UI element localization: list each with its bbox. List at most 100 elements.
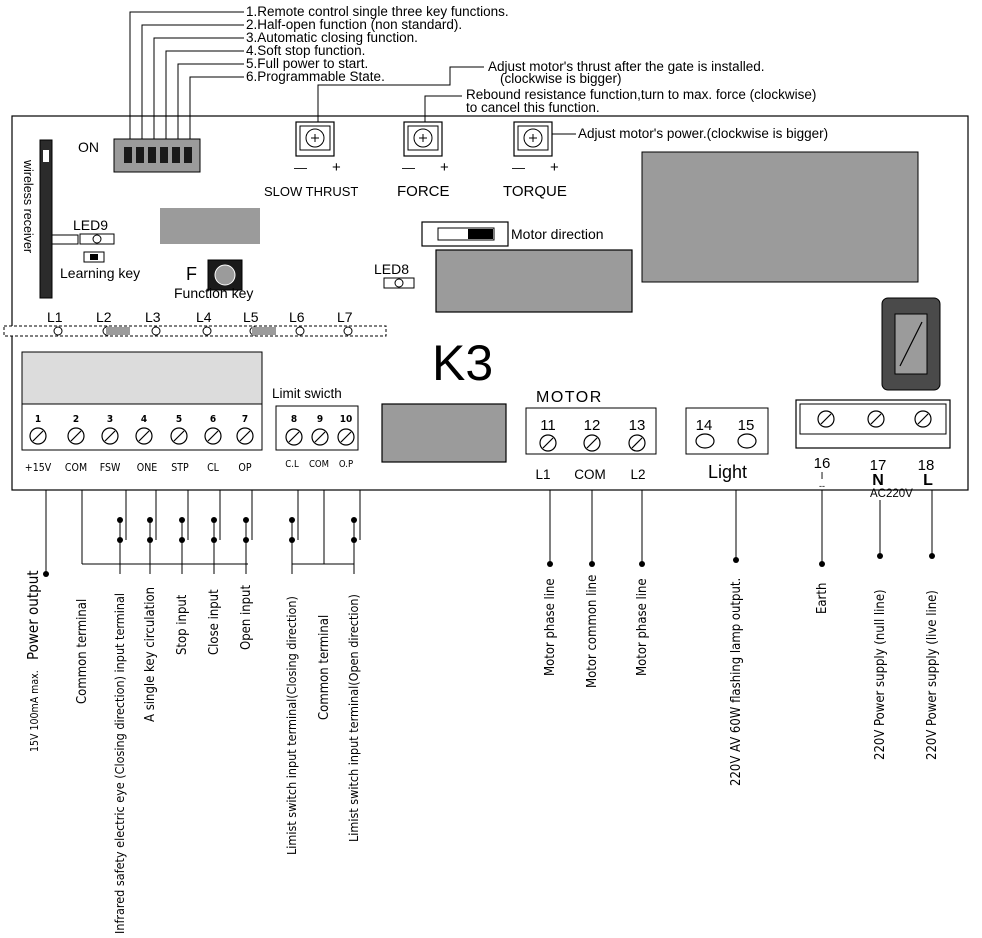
led-l1-label: L1 bbox=[47, 309, 63, 325]
led-l2-label: L2 bbox=[96, 309, 112, 325]
term-4-label: ONE bbox=[137, 462, 157, 474]
terminal-block-main: 1 2 3 4 5 6 7 +15V COM FSW ONE STP CL OP bbox=[21, 351, 263, 474]
term-12-num: 12 bbox=[584, 417, 601, 434]
term-5-num: 5 bbox=[176, 414, 182, 425]
terminal-block-motor: MOTOR 11 12 13 L1 COM L2 bbox=[525, 389, 657, 482]
pot-force[interactable]: — + FORCE bbox=[397, 121, 450, 200]
led-l4-label: L4 bbox=[196, 309, 212, 325]
wire-label-11: Motor phase line bbox=[543, 578, 558, 676]
terminal-block-light: 14 15 Light bbox=[685, 407, 769, 482]
function-key-label: Function key bbox=[174, 285, 253, 301]
board-outline bbox=[11, 115, 969, 491]
light-label: Light bbox=[708, 462, 747, 482]
term-15-num: 15 bbox=[738, 417, 755, 434]
term-17-label: N bbox=[872, 472, 884, 489]
term-4-num: 4 bbox=[141, 414, 147, 425]
term-14-num: 14 bbox=[696, 417, 713, 434]
led8-label: LED8 bbox=[374, 261, 409, 277]
motor-direction-switch[interactable]: Motor direction bbox=[421, 221, 604, 247]
wire-label-8: Limist switch input terminal(Closing dir… bbox=[284, 596, 299, 855]
limit-switch-title: Limit swicth bbox=[272, 386, 342, 401]
term-9-label: COM bbox=[309, 459, 329, 470]
led9: LED9 bbox=[51, 217, 115, 245]
pot-force-label: FORCE bbox=[397, 183, 450, 200]
dip-on-label: ON bbox=[78, 139, 99, 155]
transformer-block bbox=[641, 151, 919, 283]
thrust-note-line2: (clockwise is bigger) bbox=[500, 71, 622, 86]
term-1-label: +15V bbox=[25, 462, 52, 474]
led-l7-label: L7 bbox=[337, 309, 353, 325]
term-10-num: 10 bbox=[340, 414, 353, 425]
term-16-num: 16 bbox=[814, 455, 831, 472]
wire-nodes bbox=[43, 517, 935, 577]
term-7-num: 7 bbox=[242, 414, 248, 425]
wire-labels: 15V 100mA max. Power output Common termi… bbox=[24, 570, 940, 934]
wire-label-3: Infrared safety electric eye (Closing di… bbox=[112, 593, 127, 934]
power-note: Adjust motor's power.(clockwise is bigge… bbox=[578, 126, 828, 141]
wire-label-5: Stop input bbox=[175, 594, 190, 655]
term-6-num: 6 bbox=[210, 414, 216, 425]
rebound-note-line2: to cancel this function. bbox=[466, 100, 600, 115]
term-10-label: O.P bbox=[339, 459, 353, 470]
term-18-num: 18 bbox=[918, 457, 935, 474]
term-5-label: STP bbox=[171, 462, 189, 474]
learning-key[interactable]: Learning key bbox=[60, 251, 140, 281]
ic-block bbox=[160, 208, 260, 244]
wire-label-10: Limist switch input terminal(Open direct… bbox=[346, 594, 361, 842]
wire-label-1-small: 15V 100mA max. bbox=[29, 670, 41, 752]
led9-label: LED9 bbox=[73, 217, 108, 233]
dip-note-4: 4.Soft stop function. bbox=[246, 43, 365, 58]
term-13-label: L2 bbox=[630, 467, 645, 482]
pot-force-minus: — bbox=[402, 160, 415, 175]
wire-label-17: 220V Power supply (live line) bbox=[925, 590, 940, 760]
term-3-num: 3 bbox=[107, 414, 113, 425]
function-key[interactable]: F Function key bbox=[174, 259, 253, 301]
dip-note-1: 1.Remote control single three key functi… bbox=[246, 4, 509, 19]
term-17-num: 17 bbox=[870, 457, 887, 474]
term-13-num: 13 bbox=[629, 417, 646, 434]
thrust-note-line1: Adjust motor's thrust after the gate is … bbox=[488, 59, 764, 74]
term-1-num: 1 bbox=[35, 414, 41, 425]
wire-label-7: Open input bbox=[239, 585, 254, 650]
led-row: L1 L2 L3 L4 L5 L6 L7 bbox=[3, 309, 387, 337]
dip-note-3: 3.Automatic closing function. bbox=[246, 30, 418, 45]
term-3-label: FSW bbox=[100, 462, 121, 474]
dip-note-2: 2.Half-open function (non standard). bbox=[246, 17, 462, 32]
term-7-label: OP bbox=[238, 462, 251, 474]
term-8-num: 8 bbox=[291, 414, 297, 425]
terminal-block-power: 16 17 18 I -- N L AC220V bbox=[795, 399, 951, 500]
motor-title: MOTOR bbox=[536, 389, 603, 406]
led-l5-label: L5 bbox=[243, 309, 259, 325]
wire-label-14: 220V AV 60W flashing lamp output. bbox=[729, 578, 744, 786]
ac-label: AC220V bbox=[870, 488, 913, 500]
wire-label-15: Earth bbox=[815, 583, 830, 614]
pot-slow-plus: + bbox=[332, 159, 341, 176]
pot-torque[interactable]: — + TORQUE bbox=[503, 121, 567, 200]
term-6-label: CL bbox=[207, 462, 220, 474]
wire-label-1-big: Power output bbox=[24, 570, 42, 660]
rebound-note-line1: Rebound resistance function,turn to max.… bbox=[466, 87, 816, 102]
wire-label-2: Common terminal bbox=[75, 599, 90, 704]
power-switch[interactable] bbox=[881, 297, 941, 391]
motor-direction-label: Motor direction bbox=[511, 226, 604, 242]
learning-key-label: Learning key bbox=[60, 265, 140, 281]
term-12-label: COM bbox=[574, 467, 606, 482]
pot-force-plus: + bbox=[440, 159, 449, 176]
dip-note-5: 5.Full power to start. bbox=[246, 56, 368, 71]
term-2-label: COM bbox=[65, 462, 87, 474]
pot-slow-thrust[interactable]: — + SLOW THRUST bbox=[264, 121, 358, 199]
pot-torque-label: TORQUE bbox=[503, 183, 567, 200]
pot-slow-minus: — bbox=[294, 160, 307, 175]
wire-label-16: 220V Power supply (null line) bbox=[873, 589, 888, 760]
term-8-label: C.L bbox=[285, 459, 299, 470]
wireless-label: wireless receiver bbox=[21, 159, 35, 253]
term-11-label: L1 bbox=[535, 467, 550, 482]
pot-torque-plus: + bbox=[550, 159, 559, 176]
terminal-block-limit: Limit swicth 8 9 10 C.L COM O.P bbox=[272, 386, 359, 470]
relay-block bbox=[435, 249, 633, 313]
function-f-label: F bbox=[186, 264, 197, 284]
dip-note-6: 6.Programmable State. bbox=[246, 69, 385, 84]
wire-label-4: A single key circulation bbox=[143, 587, 158, 722]
dip-switch[interactable]: ON bbox=[78, 138, 201, 173]
